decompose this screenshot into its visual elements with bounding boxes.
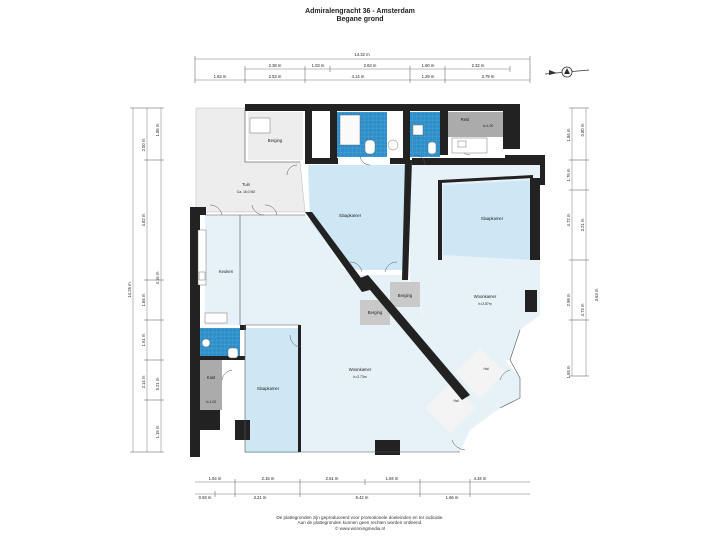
dim-top-b4: 1.29 m bbox=[422, 74, 435, 79]
dim-left-b2: 4.16 m bbox=[155, 271, 160, 284]
fixtures bbox=[197, 114, 488, 359]
dim-bottom-b4: 1.66 m bbox=[446, 495, 459, 500]
floor-fills bbox=[195, 107, 540, 453]
room-label-keuken-right: Keuken bbox=[483, 158, 498, 163]
dim-right-b2: 3.21 m bbox=[580, 218, 585, 231]
room-label-woonkamer-right-h: h=2.87m bbox=[478, 302, 491, 306]
dim-right-b3: 3.63 m bbox=[594, 288, 599, 301]
disclaimer: De plattegronden zijn geproduceerd voor … bbox=[0, 515, 720, 531]
dim-left-total: 14.26 m bbox=[127, 282, 132, 298]
room-label-rest: Rest bbox=[461, 117, 470, 122]
dim-left-a5: 2.14 m bbox=[141, 375, 146, 388]
plan-subtitle: Begane grond bbox=[336, 16, 384, 23]
dim-left-a1: 2.00 m bbox=[141, 138, 146, 151]
disclaimer-credit: © www.wonningmedia.nl bbox=[334, 525, 386, 531]
dim-bottom-a1: 1.64 m bbox=[209, 476, 222, 481]
room-label-hal-1: Hal bbox=[483, 367, 488, 371]
room-label-tuin: Tuin bbox=[242, 182, 251, 187]
dim-top-a3: 2.63 m bbox=[364, 63, 377, 68]
dim-right-a1: 1.84 m bbox=[566, 128, 571, 141]
disclaimer-line-2: Aan de plattegronden kunnen geen rechten… bbox=[297, 520, 423, 526]
dim-left-a3: 1.84 m bbox=[141, 293, 146, 306]
dim-right-a4: 2.99 m bbox=[566, 293, 571, 306]
room-label-woonkamer-main: Woonkamer bbox=[349, 367, 372, 372]
dim-bottom-b2: 3.21 m bbox=[254, 495, 267, 500]
dim-bottom-a3: 2.51 m bbox=[326, 476, 339, 481]
dim-top-b2: 2.53 m bbox=[269, 74, 282, 79]
room-label-slaapkamer-2: Slaapkamer bbox=[481, 216, 504, 221]
svg-text:N: N bbox=[566, 70, 569, 75]
dim-top-a1: 2.38 m bbox=[269, 63, 282, 68]
dim-right-a5: 4.73 m bbox=[580, 303, 585, 316]
room-label-slaapkamer-1: Slaapkamer bbox=[339, 213, 362, 218]
room-label-keuken-left: Keuken bbox=[219, 269, 234, 274]
dim-bottom-a5: 4.34 m bbox=[474, 476, 487, 481]
room-label-berging-top: Berging bbox=[268, 138, 283, 143]
disclaimer-line-1: De plattegronden zijn geproduceerd voor … bbox=[276, 515, 444, 520]
dimension-labels: 14.32 m 2.38 m 1.03 m 2.63 m 1.60 m 2.32… bbox=[127, 52, 599, 500]
dim-bottom-a2: 2.15 m bbox=[262, 476, 275, 481]
dimension-lines bbox=[130, 56, 589, 497]
dim-top-b5: 3.79 m bbox=[482, 74, 495, 79]
dim-left-b3: 5.21 m bbox=[155, 377, 160, 390]
thin-lines bbox=[205, 110, 521, 453]
dim-bottom-b3: 5.42 m bbox=[356, 495, 369, 500]
dim-top-total: 14.32 m bbox=[354, 52, 370, 57]
room-label-woonkamer-right: Woonkamer bbox=[474, 294, 497, 299]
walls bbox=[190, 104, 545, 457]
dim-right-a3: 4.72 m bbox=[566, 213, 571, 226]
room-label-berging-mid-2: Berging bbox=[368, 310, 383, 315]
compass-icon: N bbox=[544, 66, 590, 78]
dim-left-a4: 1.61 m bbox=[141, 333, 146, 346]
room-label-slaapkamer-3: Slaapkamer bbox=[257, 386, 280, 391]
dim-bottom-b1: 0.93 m bbox=[199, 495, 212, 500]
dim-top-a4: 1.60 m bbox=[422, 63, 435, 68]
room-label-berging-mid-1: Berging bbox=[398, 293, 413, 298]
dim-left-b1: 1.86 m bbox=[155, 123, 160, 136]
room-labels: Berging Tuin Ca. 16.0 M2 Slaapkamer Rest… bbox=[206, 117, 504, 404]
dim-top-a5: 2.32 m bbox=[472, 63, 485, 68]
room-label-hal-2: Hal bbox=[453, 399, 458, 403]
dim-right-b1: 0.80 m bbox=[580, 123, 585, 136]
dim-left-a2: 4.82 m bbox=[141, 213, 146, 226]
plan-title: Admiralengracht 36 - Amsterdam bbox=[305, 8, 415, 15]
dim-top-b3: 4.14 m bbox=[352, 74, 365, 79]
dim-bottom-a4: 1.84 m bbox=[386, 476, 399, 481]
dim-top-b1: 1.63 m bbox=[214, 74, 227, 79]
room-label-kast: Kast bbox=[207, 375, 216, 380]
dim-left-b4: 1.15 m bbox=[155, 425, 160, 438]
room-label-rest-height: h=1.00 bbox=[483, 124, 494, 128]
room-label-tuin-area: Ca. 16.0 M2 bbox=[237, 190, 256, 194]
room-label-kast-height: h=1.00 bbox=[206, 400, 217, 404]
dim-right-a6: 1.93 m bbox=[566, 365, 571, 378]
dim-top-a2: 1.03 m bbox=[312, 63, 325, 68]
dim-right-a2: 1.76 m bbox=[566, 168, 571, 181]
room-label-woonkamer-main-h: h=2.73m bbox=[353, 375, 366, 379]
